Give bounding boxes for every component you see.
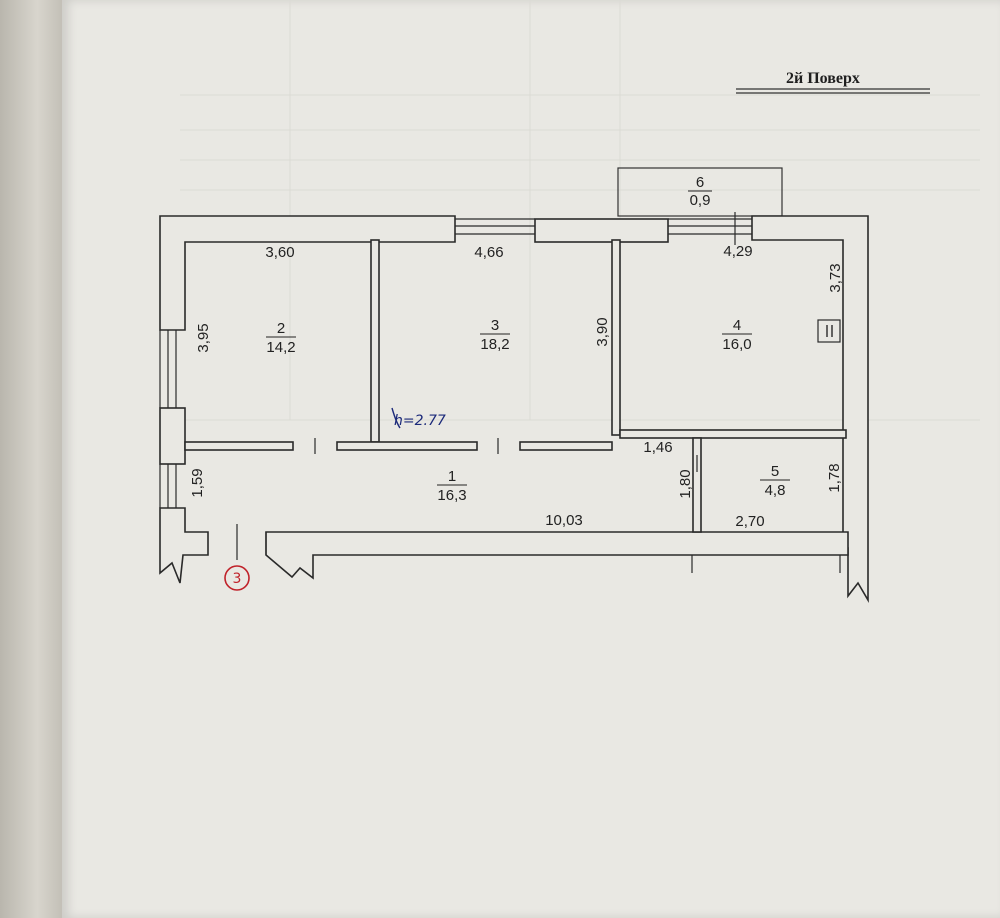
entrance-marker-circle — [224, 565, 250, 591]
ceiling-height-note: h=2.77 — [394, 413, 446, 429]
room-1-number: 1 — [448, 468, 456, 485]
dim-room2-width: 3,60 — [265, 244, 294, 261]
entrance-marker-number: 3 — [233, 571, 242, 587]
partition-2-3-corridor — [336, 441, 478, 451]
dim-room2-depth: 3,95 — [195, 323, 212, 352]
walls — [159, 215, 869, 603]
dim-room3-width: 4,66 — [474, 244, 503, 261]
dim-corridor-depth: 1,59 — [189, 468, 206, 497]
room-2-area: 14,2 — [266, 339, 295, 356]
dim-room4-width: 4,29 — [723, 243, 752, 260]
wall-right — [751, 215, 869, 603]
wall-left-bottom — [159, 507, 209, 584]
partition-2-3 — [370, 239, 380, 443]
partition-5-left — [692, 437, 702, 533]
ceiling-note-stroke — [391, 407, 401, 429]
wall-top-middle — [534, 218, 669, 243]
room-4-area: 16,0 — [722, 336, 751, 353]
room-3-area: 18,2 — [480, 336, 509, 353]
room-2-number: 2 — [277, 320, 285, 337]
door-ticks — [236, 212, 841, 573]
dim-bath-depth: 1,78 — [826, 463, 843, 492]
wall-bottom — [265, 531, 849, 580]
partition-2-corridor-a — [184, 441, 294, 451]
room-5-number: 5 — [771, 463, 779, 480]
wall-top-left — [159, 215, 456, 331]
room-1-area: 16,3 — [437, 487, 466, 504]
room-6-number: 6 — [696, 174, 704, 191]
room-3-number: 3 — [491, 317, 499, 334]
room-6-balcony — [617, 167, 783, 217]
room-5-area: 4,8 — [765, 482, 786, 499]
partition-3-corridor — [519, 441, 613, 451]
dim-corridor-length: 10,03 — [545, 512, 583, 529]
room-4-number: 4 — [733, 317, 741, 334]
dim-bath-offset: 1,46 — [643, 439, 672, 456]
dim-corridor-step: 1,80 — [677, 469, 694, 498]
book-page-edge — [0, 0, 62, 918]
partition-3-4 — [611, 239, 621, 436]
dim-bath-width: 2,70 — [735, 513, 764, 530]
floor-title: 2й Поверх — [786, 70, 860, 87]
windows — [159, 218, 752, 508]
ventilation-shaft-icon — [817, 319, 841, 343]
partition-4-bottom — [619, 429, 847, 439]
room-6-area: 0,9 — [690, 192, 711, 209]
dim-room3-depth: 3,90 — [594, 317, 611, 346]
dim-room4-depth: 3,73 — [827, 263, 844, 292]
wall-left-mid — [159, 407, 186, 465]
